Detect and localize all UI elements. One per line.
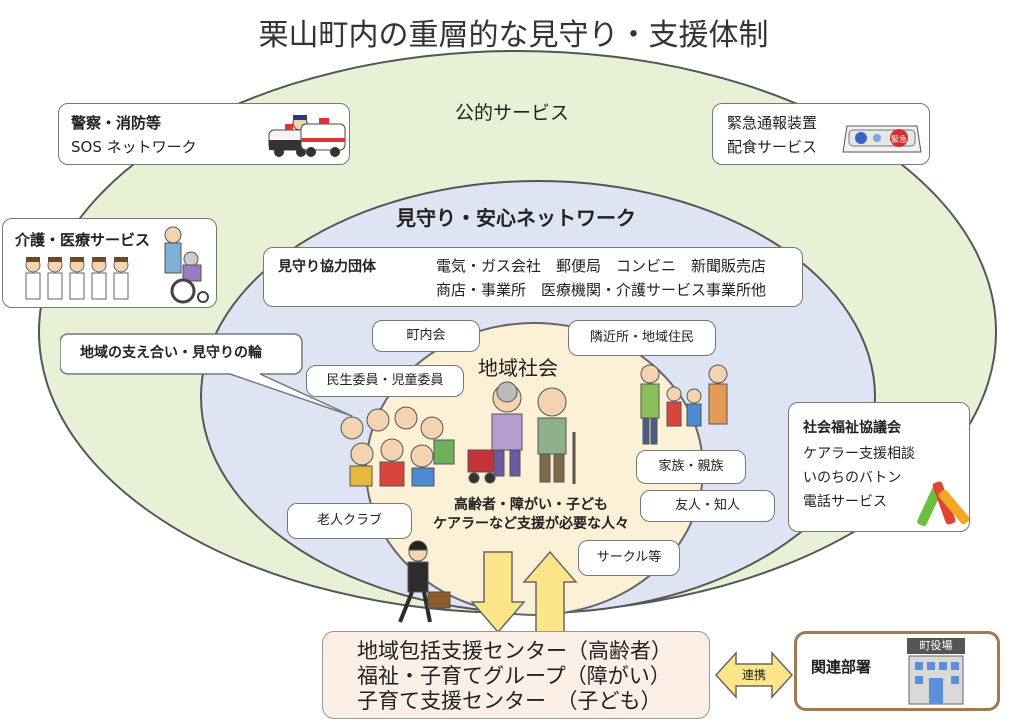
support-ring-label: 地域の支え合い・見守りの輪 [80,345,262,361]
social-welfare-council-title: 社会福祉協議会 [803,420,901,436]
medical-staff-icon [25,257,129,300]
community-needs-line2: ケアラーなど支援が必要な人々 [433,516,629,532]
baton-icon [917,481,969,527]
town-hall-icon [908,655,964,705]
cooperating-groups-line1: 電気・ガス会社 郵便局 コンビニ 新聞販売店 [436,257,767,275]
page-title: 栗山町内の重層的な見守り・支援体制 [258,18,769,53]
tag-family: 家族・親族 [636,450,746,484]
related-departments-box: 関連部署 町役場 [794,631,1000,711]
businesswoman-icon [398,540,451,623]
elderly-couple-icon [467,381,576,484]
support-centers-box: 地域包括支援センター（高齢者） 福祉・子育てグループ（障がい） 子育て支援センタ… [322,631,710,719]
meal-service-label: 配食サービス [727,138,818,156]
childcare-support-center: 子育て支援センター （子ども） [357,689,662,713]
tag-chonaikai: 町内会 [372,320,480,352]
police-fire-box: 警察・消防等 SOS ネットワーク [58,103,350,165]
related-departments-title: 関連部署 [811,658,872,676]
care-medical-box: 介護・医療サービス [2,218,217,308]
tag-seniors-club: 老人クラブ [287,503,412,539]
cooperating-groups-line2: 商店・事業所 医療機関・介護サービス事業所他 [436,281,767,299]
wheelchair-icon [164,226,209,304]
tag-circles: サークル等 [578,540,680,576]
sos-network-label: SOS ネットワーク [71,138,197,156]
town-hall-sign: 町役場 [907,638,965,654]
up-down-arrows-icon [470,550,578,634]
welfare-childcare-group: 福祉・子育てグループ（障がい） [357,664,671,688]
emergency-box: 緊急通報装置 配食サービス 緊急 [712,103,930,165]
emergency-device-label: 緊急通報装置 [727,114,818,132]
care-medical-title: 介護・医療サービス [15,231,151,249]
tag-minsei: 民生委員・児童委員 [306,365,464,397]
cooperating-groups-title: 見守り協力団体 [278,259,376,275]
crowd-illustration-icon [340,406,455,487]
social-welfare-council-box: 社会福祉協議会 ケアラー支援相談 いのちのバトン 電話サービス [788,402,970,532]
cooperating-groups-box: 見守り協力団体 電気・ガス会社 郵便局 コンビニ 新聞販売店 商店・事業所 医療… [263,247,803,307]
police-car-icon [268,115,310,157]
emergency-device-text: 緊急 [891,134,907,144]
life-baton-label: いのちのバトン [803,470,902,486]
community-label: 地域社会 [478,356,558,380]
tag-friends: 友人・知人 [640,490,775,522]
emergency-device-icon: 緊急 [842,125,922,153]
public-services-label: 公的サービス [455,102,570,124]
watch-network-title: 見守り・安心ネットワーク [396,206,636,230]
family-illustration-icon [640,364,728,445]
comprehensive-support-center: 地域包括支援センター（高齢者） [357,639,672,663]
community-needs-line1: 高齢者・障がい・子ども [454,497,608,513]
police-fire-title: 警察・消防等 [71,114,162,132]
link-label: 連携 [741,668,766,682]
tag-neighbors: 隣近所・地域住民 [568,320,716,356]
support-ring-bubble [60,333,353,417]
carer-consultation-label: ケアラー支援相談 [803,446,915,462]
ambulance-icon [300,118,346,157]
link-arrow-icon [714,651,794,699]
phone-service-label: 電話サービス [803,494,887,510]
